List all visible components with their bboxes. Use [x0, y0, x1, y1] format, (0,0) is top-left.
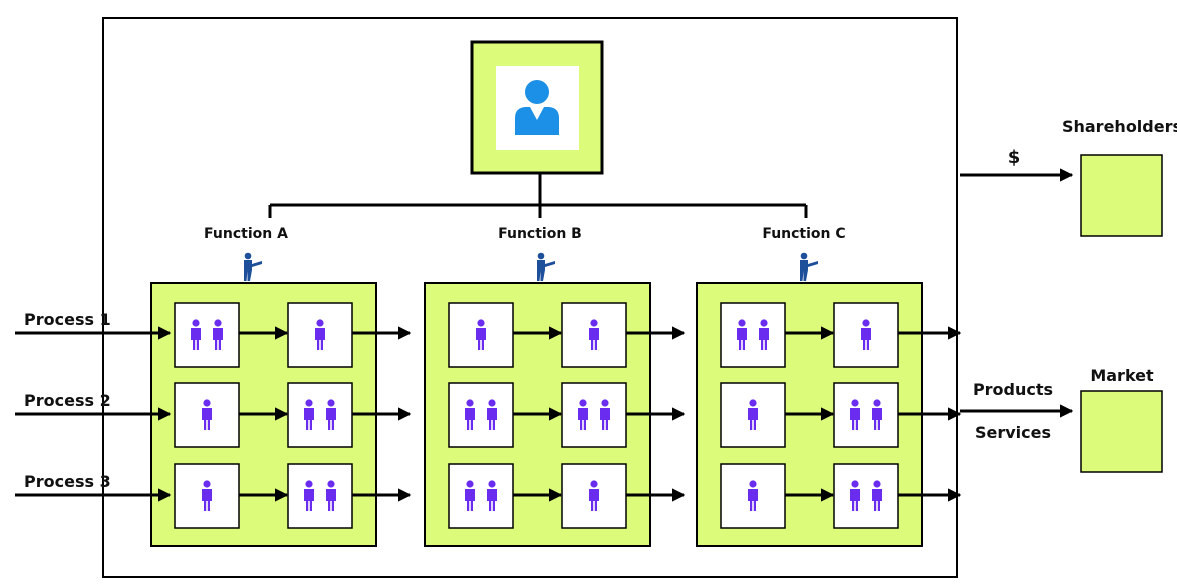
person-icon — [487, 399, 497, 430]
team-cell — [720, 382, 786, 448]
person-icon — [872, 399, 882, 430]
person-icon — [600, 399, 610, 430]
team-cell — [287, 382, 353, 448]
team-cell — [561, 302, 627, 368]
person-avatar-icon — [515, 80, 559, 135]
person-icon — [487, 480, 497, 511]
function-label-b: Function B — [498, 226, 582, 242]
person-icon — [737, 319, 747, 350]
pointing-manager-icon — [800, 252, 818, 281]
person-icon — [465, 480, 475, 511]
person-icon — [213, 319, 223, 350]
functions-layer — [150, 252, 962, 547]
process-label-1: Process 1 — [24, 310, 111, 329]
process-label-2: Process 2 — [24, 391, 111, 410]
person-icon — [304, 399, 314, 430]
person-icon — [191, 319, 201, 350]
team-cell — [448, 382, 514, 448]
team-cell — [833, 302, 899, 368]
person-icon — [202, 480, 212, 511]
person-icon — [589, 480, 599, 511]
person-icon — [304, 480, 314, 511]
services-flow-label: Services — [975, 423, 1051, 442]
company-boundary — [102, 17, 958, 578]
team-cell — [287, 302, 353, 368]
function-label-c: Function C — [762, 226, 845, 242]
team-cell — [833, 382, 899, 448]
dollar-flow-label: $ — [1008, 147, 1021, 168]
person-icon — [476, 319, 486, 350]
person-icon — [589, 319, 599, 350]
person-icon — [315, 319, 325, 350]
person-icon — [202, 399, 212, 430]
function-label-a: Function A — [204, 226, 288, 242]
team-cell — [174, 463, 240, 529]
team-cell — [561, 463, 627, 529]
market-box — [1080, 390, 1163, 473]
person-icon — [748, 399, 758, 430]
team-cell — [287, 463, 353, 529]
team-cell — [720, 463, 786, 529]
org-tree-lines — [268, 173, 808, 218]
person-icon — [872, 480, 882, 511]
person-icon — [578, 399, 588, 430]
ceo-box — [470, 40, 604, 175]
team-cell — [561, 382, 627, 448]
person-icon — [326, 480, 336, 511]
products-flow-label: Products — [973, 380, 1053, 399]
person-icon — [850, 399, 860, 430]
team-cell — [174, 302, 240, 368]
team-cell — [720, 302, 786, 368]
person-icon — [748, 480, 758, 511]
person-icon — [861, 319, 871, 350]
team-cell — [833, 463, 899, 529]
person-icon — [759, 319, 769, 350]
team-cell — [448, 302, 514, 368]
team-cell — [448, 463, 514, 529]
person-icon — [850, 480, 860, 511]
shareholders-box — [1080, 154, 1163, 237]
shareholders-label: Shareholders — [1062, 117, 1177, 136]
team-cell — [174, 382, 240, 448]
market-label: Market — [1090, 366, 1154, 385]
process-input-arrows — [15, 326, 172, 502]
pointing-manager-icon — [244, 252, 262, 281]
pointing-manager-icon — [537, 252, 555, 281]
person-icon — [326, 399, 336, 430]
process-label-3: Process 3 — [24, 472, 111, 491]
person-icon — [465, 399, 475, 430]
